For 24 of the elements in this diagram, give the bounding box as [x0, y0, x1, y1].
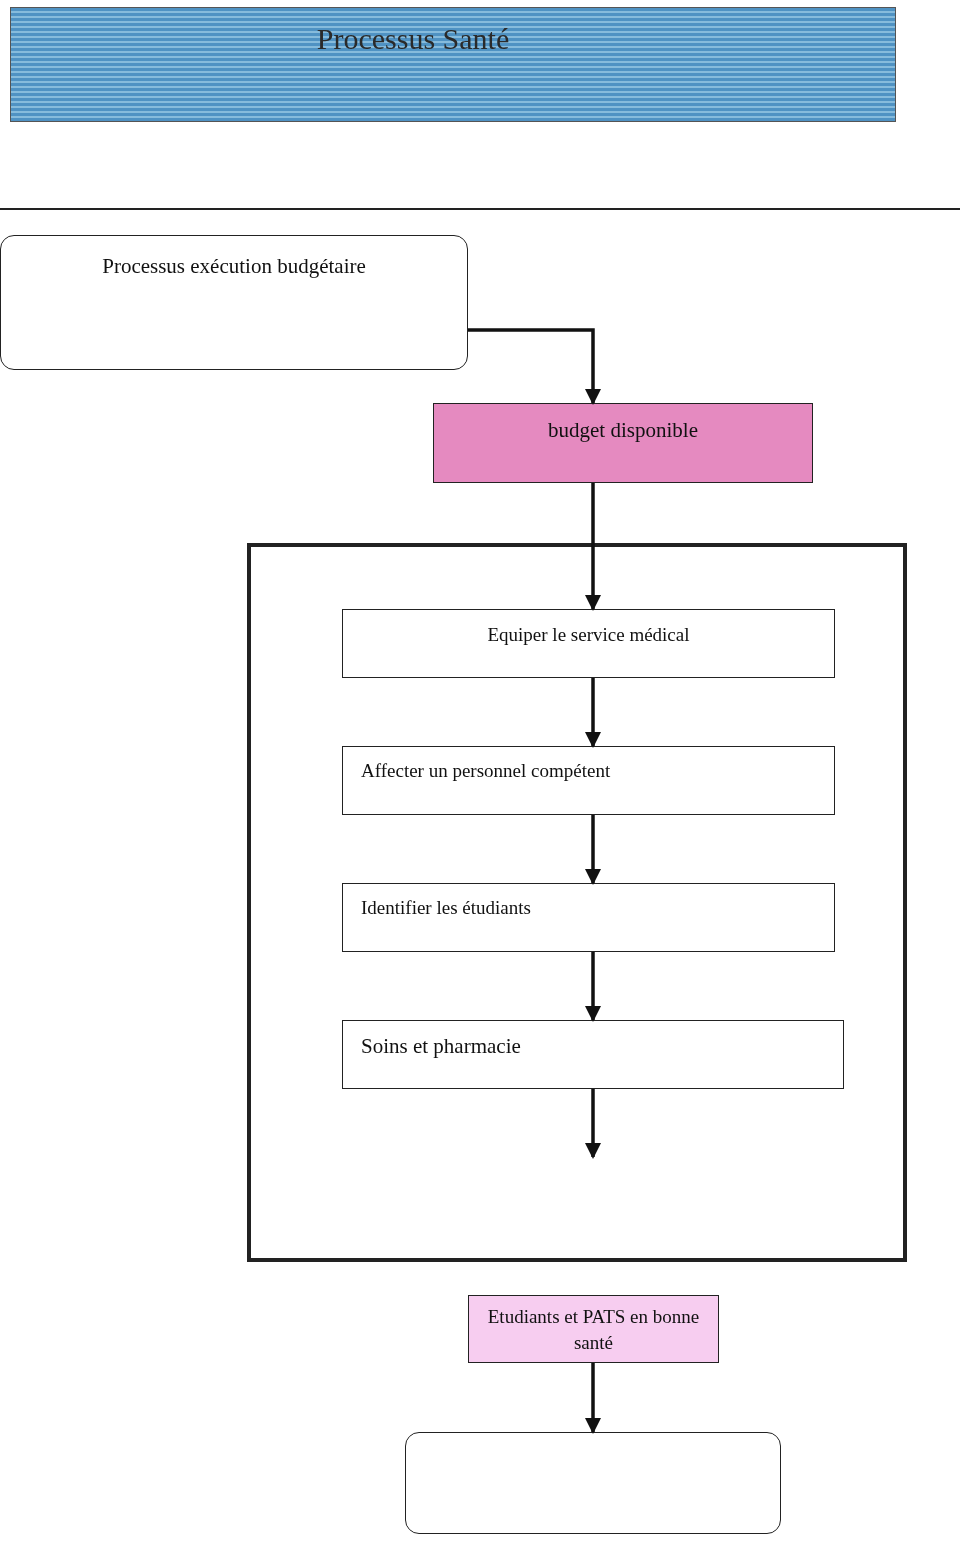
empty-box: [405, 1432, 781, 1534]
node-label: Equiper le service médical: [486, 623, 691, 647]
process-box: [342, 609, 835, 678]
arrow: [585, 1089, 601, 1159]
node-label: Processus exécution budgétaire: [101, 253, 367, 280]
node-label: Soins et pharmacie: [361, 1033, 522, 1060]
process-box: [342, 746, 835, 815]
process-box: [0, 235, 468, 370]
process-box: [342, 883, 835, 952]
arrow: [585, 815, 601, 885]
node-label: Affecter un personnel compétent: [361, 759, 612, 783]
process-box: [342, 1020, 844, 1089]
arrow: [585, 952, 601, 1022]
node-label: Etudiants et PATS en bonne santé: [487, 1305, 700, 1355]
process-box: [468, 1295, 719, 1363]
arrow: [585, 1363, 601, 1434]
arrow: [585, 483, 601, 611]
node-label: Identifier les étudiants: [361, 896, 532, 920]
arrow: [585, 678, 601, 748]
node-label: budget disponible: [547, 417, 699, 444]
process-box: [433, 403, 813, 483]
arrow: [468, 328, 601, 405]
title-text: Processus Santé: [315, 22, 511, 56]
frame-box: [247, 543, 907, 1262]
